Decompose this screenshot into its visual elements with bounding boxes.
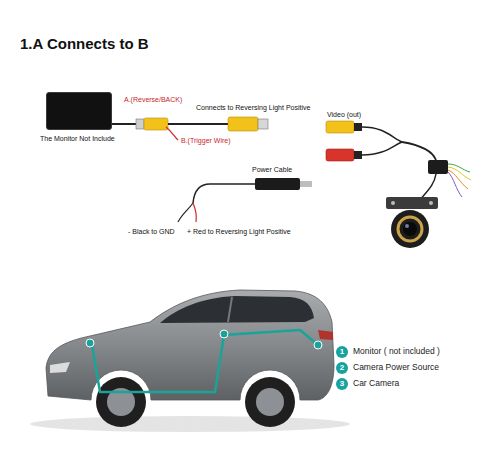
- car-wheel: [245, 377, 295, 427]
- rca-ring: [136, 119, 144, 129]
- car-body: [46, 290, 334, 400]
- power-wire: [193, 184, 255, 203]
- trigger-wire: [166, 127, 178, 140]
- rca-boot: [354, 123, 362, 131]
- callout-number: 2: [336, 362, 348, 374]
- part-label: B.(Trigger Wire): [181, 137, 231, 145]
- diagram-title: 1.A Connects to B: [20, 36, 149, 53]
- camera-cable: [362, 142, 402, 155]
- camera-lens: [403, 222, 417, 236]
- callout-number: 3: [336, 378, 348, 390]
- car-rim: [256, 388, 284, 416]
- callout-number: 1: [336, 346, 348, 358]
- camera-body: [391, 210, 429, 248]
- part-label: + Red to Reversing Light Positive: [187, 228, 291, 236]
- car-pillar: [228, 297, 232, 322]
- colour-wire: [448, 170, 468, 189]
- colour-wire: [448, 167, 471, 180]
- lens-glint: [405, 224, 409, 228]
- wiring-route: [92, 330, 318, 392]
- rca-ring: [258, 119, 268, 129]
- bracket-hole: [391, 201, 395, 205]
- dc-socket: [326, 149, 354, 161]
- positive-wire: [193, 203, 196, 222]
- part-label: Camera Power Source: [353, 363, 439, 372]
- camera-cable: [420, 174, 436, 200]
- node-label: The Monitor Not Include: [40, 135, 117, 143]
- car-headlight: [50, 362, 70, 373]
- part-label: Video (out): [327, 111, 361, 119]
- part-label: Connects to Reversing Light Positive: [196, 104, 310, 112]
- monitor-node: The Monitor Not Include: [40, 92, 117, 143]
- lens-ring: [398, 217, 422, 241]
- part-label: Power Cable: [252, 166, 292, 174]
- camera-bracket: [386, 197, 438, 209]
- part-label: A.(Reverse/BACK): [124, 96, 182, 104]
- car-wheel: [96, 377, 146, 427]
- camera-cable: [402, 142, 436, 160]
- part-label: - Black to GND: [128, 228, 175, 236]
- monitor-screen: [46, 92, 112, 130]
- dc-boot: [354, 151, 362, 159]
- ground-wire: [178, 203, 193, 222]
- rca-plug: [144, 118, 168, 130]
- car-taillight: [318, 330, 333, 340]
- dc-plug: [255, 178, 300, 190]
- dc-pin: [300, 181, 312, 187]
- camera-cable: [362, 127, 402, 142]
- rca-socket: [326, 121, 354, 133]
- route-marker: [314, 341, 322, 349]
- part-label: Monitor ( not included ): [353, 347, 440, 356]
- colour-wire: [448, 172, 462, 197]
- rca-socket: [228, 117, 258, 131]
- video-cable: [168, 123, 228, 125]
- part-label: Car Camera: [353, 379, 399, 388]
- route-marker: [220, 330, 228, 338]
- bracket-hole: [429, 201, 433, 205]
- car-window: [160, 296, 314, 323]
- monitor-cable: [110, 123, 136, 125]
- route-marker: [86, 339, 94, 347]
- junction-box: [428, 160, 448, 174]
- car-shadow: [30, 416, 350, 432]
